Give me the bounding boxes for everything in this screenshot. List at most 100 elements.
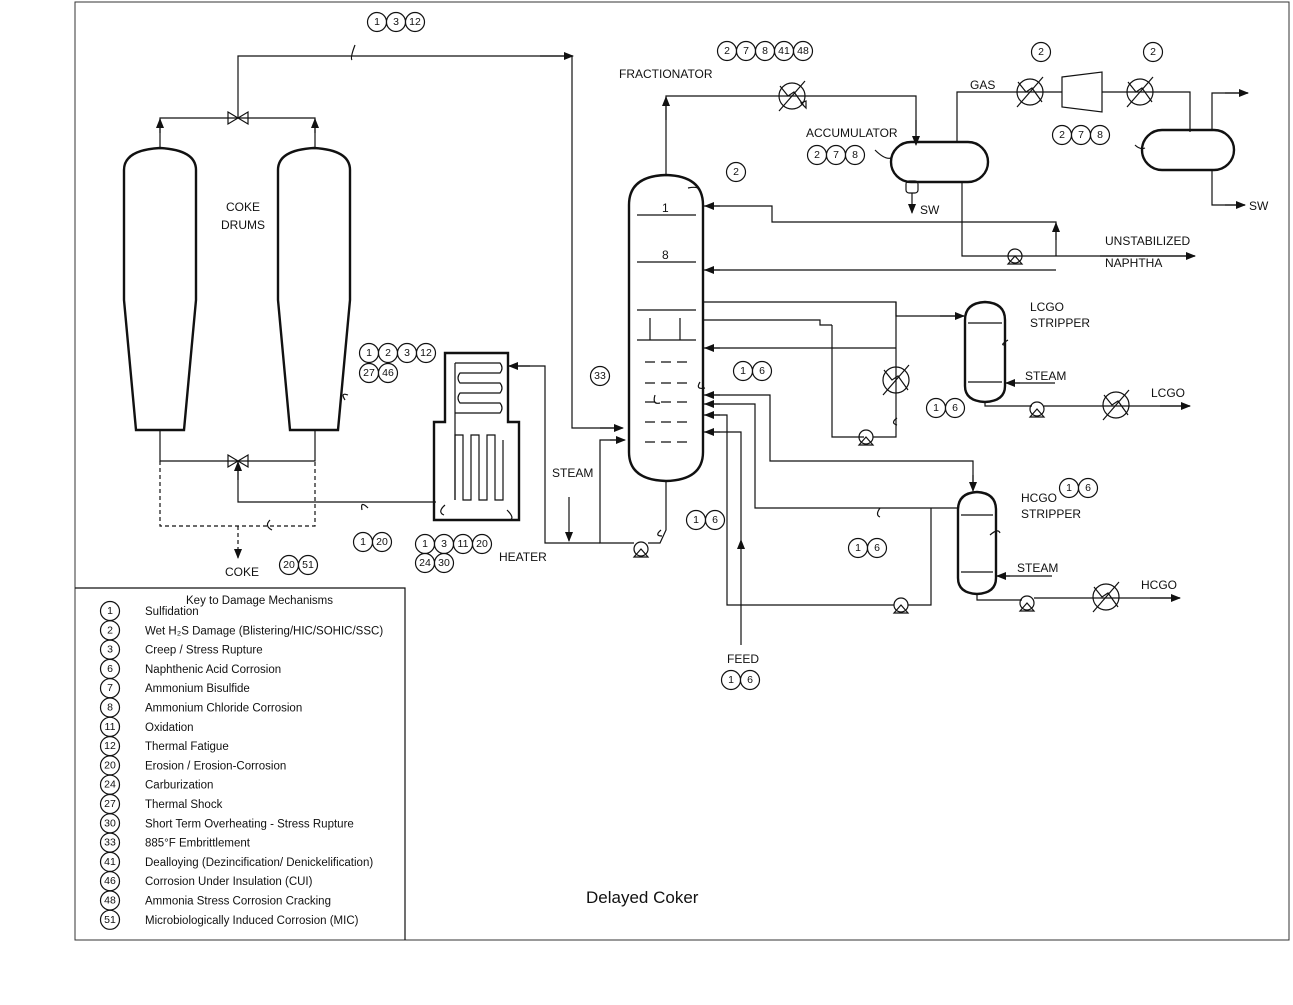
key-badge-12-number: 12 bbox=[104, 740, 116, 752]
key-badge-33-number: 33 bbox=[104, 837, 116, 849]
compressor-icon bbox=[1061, 71, 1103, 113]
callout-gas-drum-0: 2 bbox=[1051, 124, 1073, 146]
key-badge-48: 48 bbox=[99, 890, 121, 911]
heater-box bbox=[432, 351, 521, 522]
key-badge-24: 24 bbox=[99, 774, 121, 795]
key-title: Key to Damage Mechanisms bbox=[186, 595, 333, 607]
callout-frac-mid-1-number: 6 bbox=[759, 365, 765, 377]
coke-drum-right bbox=[276, 146, 352, 432]
callout-accumulator-2-number: 8 bbox=[852, 149, 858, 161]
key-badge-46-number: 46 bbox=[104, 875, 116, 887]
callout-fractionator-top-0: 2 bbox=[725, 161, 747, 183]
key-badge-1-number: 1 bbox=[107, 605, 113, 617]
label-tray-1: 1 bbox=[662, 201, 669, 215]
callout-accumulator-1-number: 7 bbox=[833, 149, 839, 161]
hcgo-draw-line bbox=[704, 394, 974, 490]
label-lcgo-stripper-2: STRIPPER bbox=[1030, 316, 1090, 330]
callout-frac-mid-0: 1 bbox=[732, 360, 754, 382]
key-badge-30-number: 30 bbox=[104, 817, 116, 829]
hcgo-product-pump-icon bbox=[1019, 595, 1035, 611]
callout-heater-row1-2-number: 11 bbox=[458, 538, 469, 550]
callout-condenser-0-number: 2 bbox=[724, 45, 730, 57]
label-steam-main: STEAM bbox=[552, 466, 593, 480]
callout-coke-line-1-number: 51 bbox=[302, 559, 314, 571]
label-fractionator: FRACTIONATOR bbox=[619, 67, 713, 81]
callout-accumulator-0-number: 2 bbox=[814, 149, 820, 161]
label-coke-drums-1: COKE bbox=[226, 200, 260, 214]
callout-coke-line-0-number: 20 bbox=[283, 559, 295, 571]
callout-hcgo-line-1-number: 6 bbox=[874, 542, 880, 554]
gas-drum-vessel bbox=[1140, 128, 1236, 172]
key-badge-20-number: 20 bbox=[104, 759, 116, 771]
label-sw-1: SW bbox=[920, 203, 940, 217]
label-coke-drums-2: DRUMS bbox=[221, 218, 265, 232]
lcgo-product-pump-icon bbox=[1029, 401, 1045, 417]
callout-drums-row2-1: 46 bbox=[377, 362, 399, 384]
callout-condenser-0: 2 bbox=[716, 40, 738, 62]
key-badge-51-number: 51 bbox=[104, 914, 116, 926]
callout-hcgo-line-0-number: 1 bbox=[855, 542, 861, 554]
callout-frac-mid-1: 6 bbox=[751, 360, 773, 382]
heater-coil-bottom bbox=[454, 434, 504, 501]
label-sw-2: SW bbox=[1249, 199, 1269, 213]
key-badge-33: 33 bbox=[99, 832, 121, 853]
label-unstabilized: UNSTABILIZED bbox=[1105, 234, 1190, 248]
callout-drums-row1-3-number: 12 bbox=[420, 347, 432, 359]
key-text-8: Ammonium Chloride Corrosion bbox=[145, 703, 302, 715]
naphtha-pump-icon bbox=[1007, 248, 1023, 264]
callout-gas-cooler-2-0: 2 bbox=[1142, 41, 1164, 63]
callout-gas-drum-0-number: 2 bbox=[1059, 129, 1065, 141]
coke-drum-left bbox=[122, 146, 198, 432]
key-badge-7: 7 bbox=[99, 678, 121, 699]
callout-bottoms-pump-1-number: 6 bbox=[712, 514, 718, 526]
callout-heater-row1-1: 3 bbox=[433, 533, 455, 555]
callout-coke-line-0: 20 bbox=[278, 554, 300, 576]
callout-fractionator-top-0-number: 2 bbox=[733, 166, 739, 178]
key-badge-46: 46 bbox=[99, 871, 121, 892]
label-feed: FEED bbox=[727, 652, 759, 666]
key-badge-6-number: 6 bbox=[107, 663, 113, 675]
callout-overhead-line-1: 3 bbox=[385, 11, 407, 33]
callout-heater-row2-1-number: 30 bbox=[438, 557, 450, 569]
key-text-12: Thermal Fatigue bbox=[145, 741, 229, 753]
label-hcgo: HCGO bbox=[1141, 578, 1177, 592]
key-badge-11: 11 bbox=[99, 716, 121, 737]
callout-heater-row1-1-number: 3 bbox=[441, 538, 447, 550]
callout-condenser-4: 48 bbox=[792, 40, 814, 62]
key-badge-41-number: 41 bbox=[104, 856, 116, 868]
callout-condenser-4-number: 48 bbox=[797, 45, 809, 57]
drum-bottom-line bbox=[159, 430, 316, 462]
key-badge-8: 8 bbox=[99, 697, 121, 718]
key-badge-8-number: 8 bbox=[107, 702, 113, 714]
key-badge-27-number: 27 bbox=[104, 798, 116, 810]
heater-outlet-line bbox=[237, 461, 436, 503]
key-text-11: Oxidation bbox=[145, 722, 194, 734]
callout-heater-row1-0: 1 bbox=[414, 533, 436, 555]
callout-drum-bottom-1: 20 bbox=[371, 531, 393, 553]
key-badge-11-number: 11 bbox=[105, 721, 116, 733]
callout-condenser-3-number: 41 bbox=[778, 45, 790, 57]
label-accumulator: ACCUMULATOR bbox=[806, 126, 898, 140]
key-badge-3: 3 bbox=[99, 639, 121, 660]
label-hcgo-stripper-2: STRIPPER bbox=[1021, 507, 1081, 521]
fractionator-column bbox=[627, 173, 705, 483]
callout-drums-row1-0-number: 1 bbox=[366, 347, 372, 359]
callout-frac-mid-0-number: 1 bbox=[740, 365, 746, 377]
bottoms-pump-icon bbox=[633, 541, 649, 557]
lcgo-product-cooler-icon bbox=[1102, 391, 1130, 419]
callout-gas-drum-1: 7 bbox=[1070, 124, 1092, 146]
gas-line bbox=[956, 91, 1062, 142]
key-badge-41: 41 bbox=[99, 851, 121, 873]
callout-heater-row2-0: 24 bbox=[414, 552, 436, 574]
accumulator-vessel bbox=[889, 140, 990, 184]
callout-hcgo-stripper-1: 6 bbox=[1077, 477, 1099, 499]
key-text-20: Erosion / Erosion-Corrosion bbox=[145, 760, 286, 772]
callout-overhead-line-0: 1 bbox=[366, 11, 388, 33]
label-lcgo-stripper-1: LCGO bbox=[1030, 300, 1064, 314]
overhead-condenser-icon bbox=[778, 82, 806, 110]
callout-overhead-line-2: 12 bbox=[404, 11, 426, 33]
callout-drums-row1-1: 2 bbox=[377, 342, 399, 364]
callout-hcgo-line-1: 6 bbox=[866, 537, 888, 559]
callout-accumulator-1: 7 bbox=[825, 144, 847, 166]
